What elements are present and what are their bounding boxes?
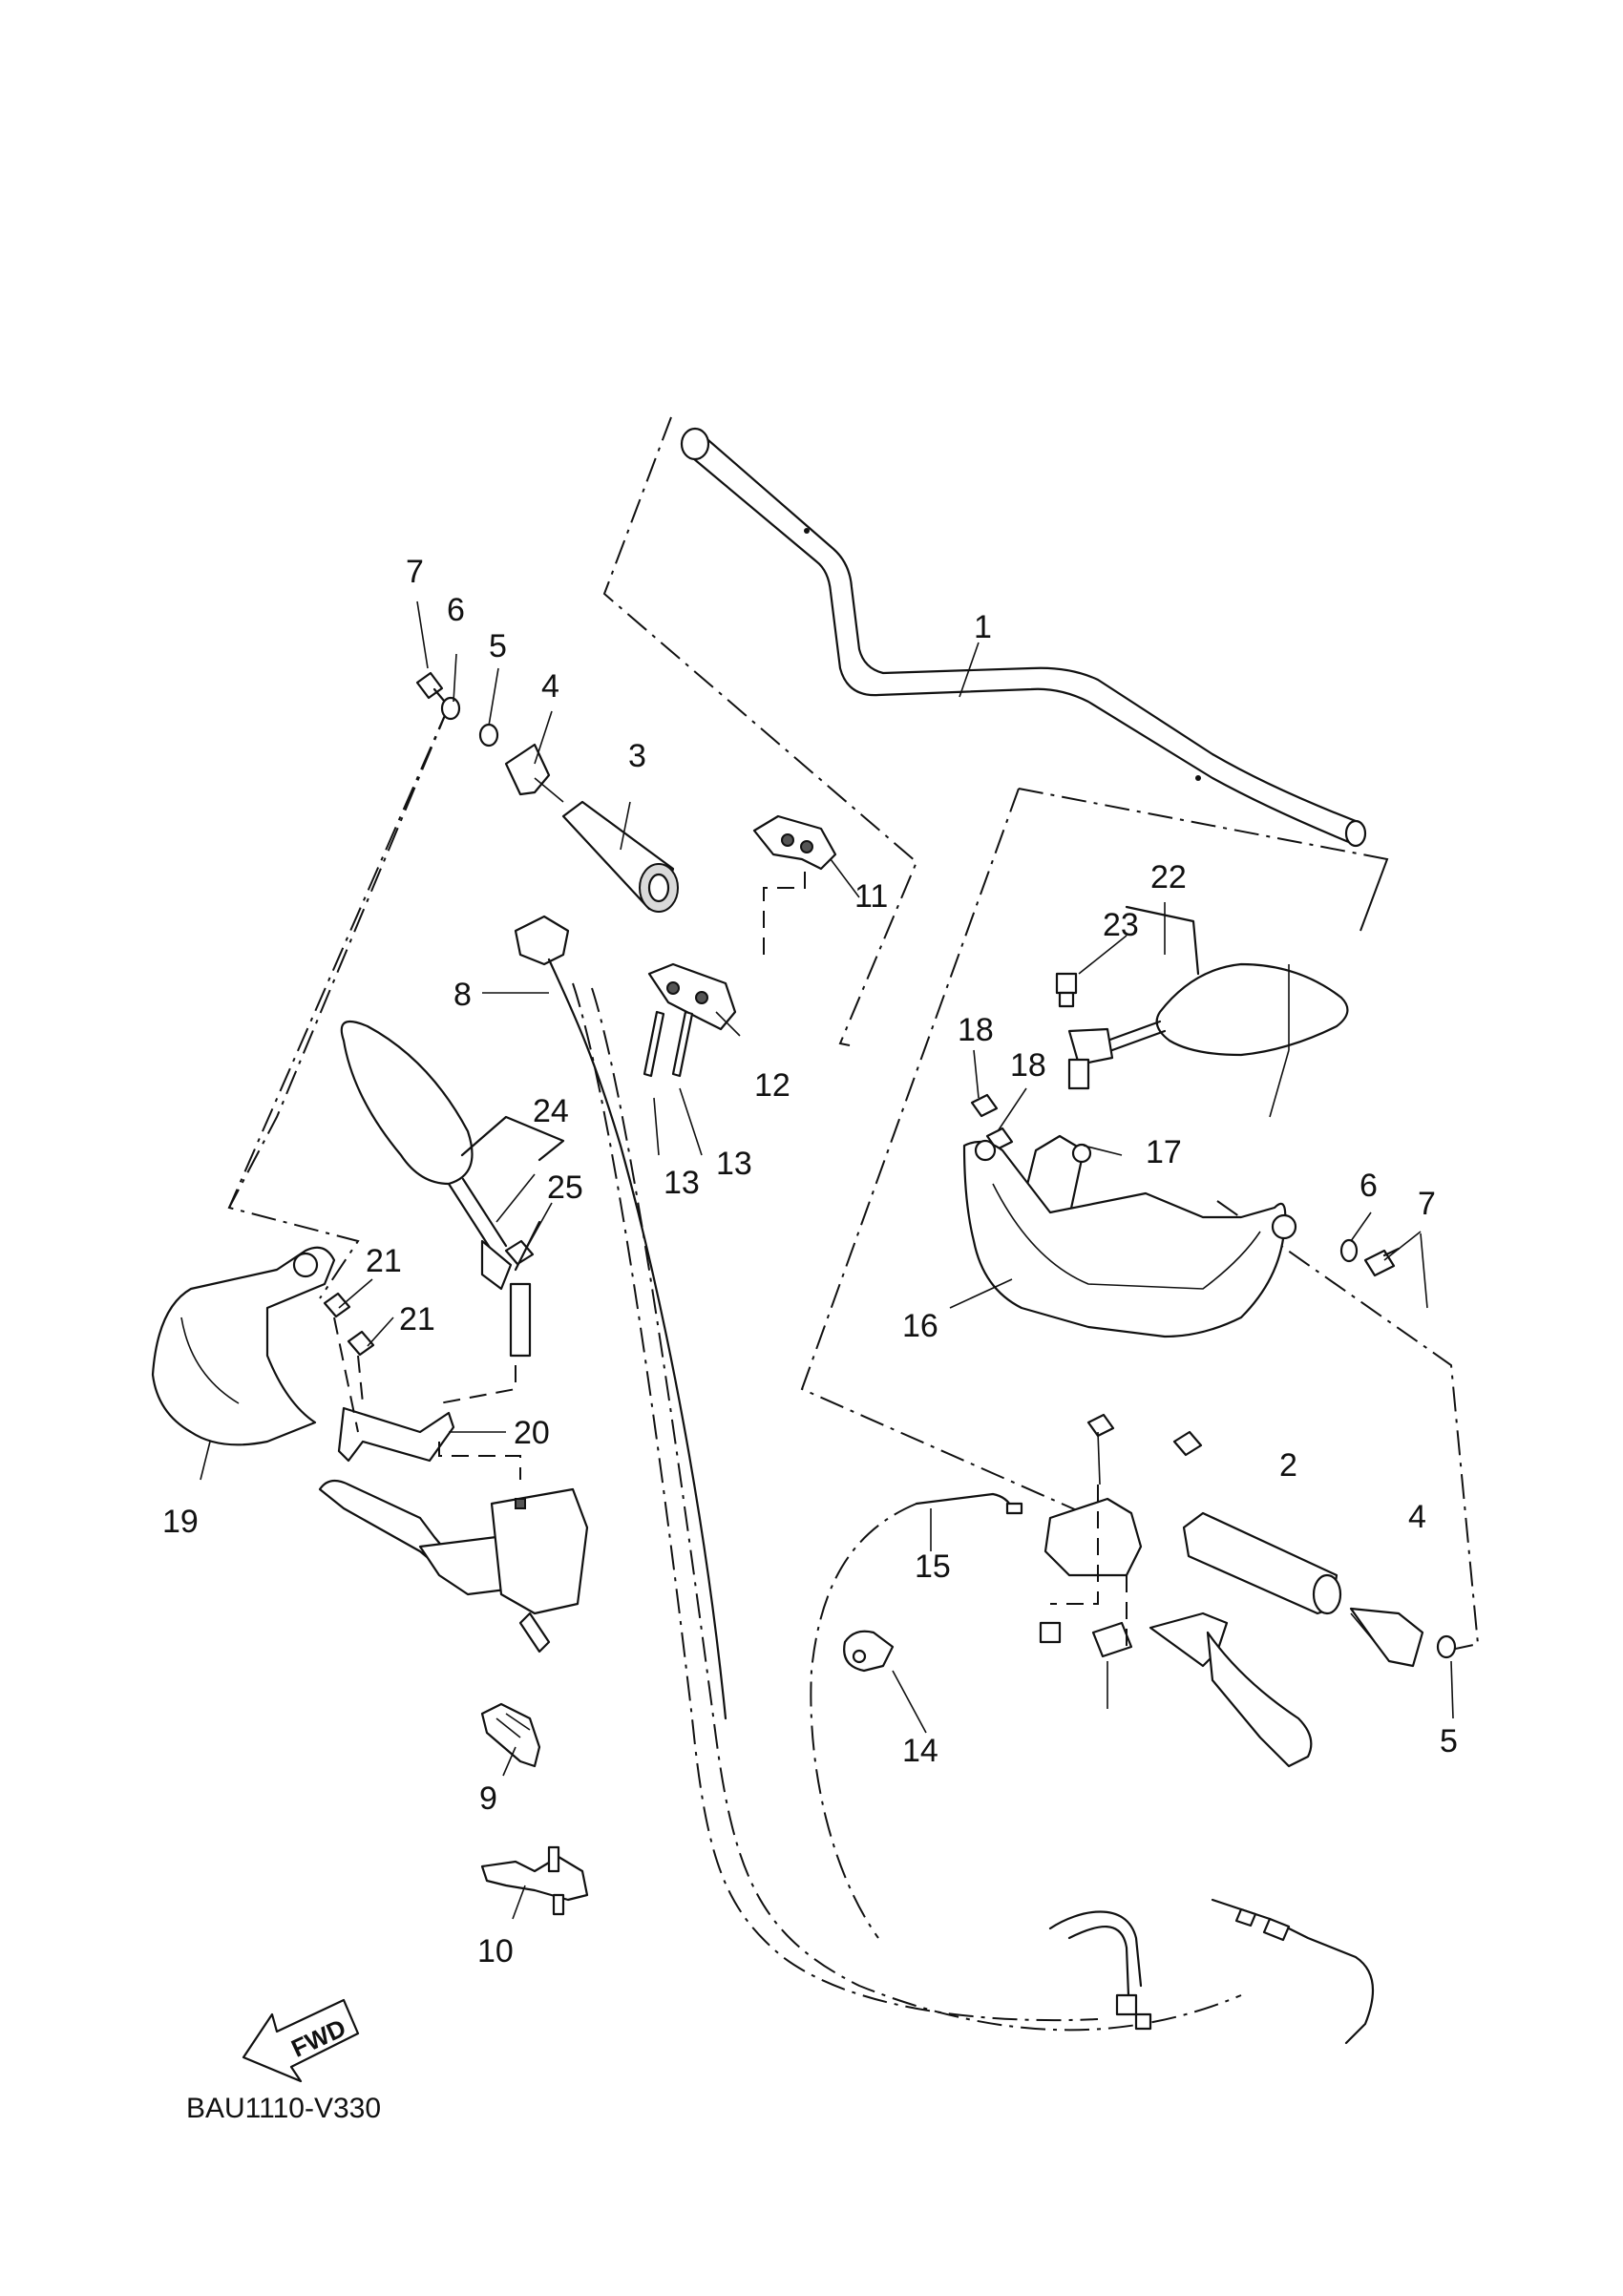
callout-13b: 13: [716, 1146, 752, 1182]
callout-3: 3: [628, 738, 646, 774]
callout-14: 14: [902, 1733, 938, 1769]
throttle-line: [1050, 1485, 1128, 1652]
clamp-upper[interactable]: [752, 814, 837, 871]
right-mirror-bracket: [1125, 905, 1200, 976]
bracket-line: [438, 1365, 521, 1480]
left-screw-line: [333, 1317, 364, 1433]
callout-9: 9: [479, 1780, 497, 1817]
brake-lever-assembly[interactable]: [318, 1479, 589, 1654]
callout-21a: 21: [366, 1243, 402, 1279]
left-assembly-frame: [227, 706, 450, 1299]
cable-clamp-10[interactable]: [480, 1845, 589, 1916]
callout-22: 22: [1150, 859, 1187, 895]
callout-7-right: 7: [1418, 1186, 1436, 1222]
handlebar-holder[interactable]: [647, 962, 737, 1031]
callout-1: 1: [974, 609, 992, 645]
left-mirror[interactable]: [340, 1020, 535, 1358]
handlebar-frame: [602, 416, 918, 1046]
right-hand-guard[interactable]: [962, 1139, 1297, 1338]
diagram-code: BAU1110-V330: [186, 2093, 381, 2124]
fwd-arrow-icon: FWD: [242, 1998, 360, 2083]
right-assembly-frame: [800, 788, 1389, 1533]
callout-16: 16: [902, 1308, 938, 1344]
right-grip[interactable]: [1182, 1511, 1342, 1615]
callout-11: 11: [854, 878, 888, 915]
callout-10: 10: [477, 1933, 514, 1970]
callout-19: 19: [162, 1504, 199, 1540]
callout-25: 25: [547, 1169, 583, 1206]
callout-21b: 21: [399, 1301, 435, 1338]
cable-clip-14[interactable]: [843, 1630, 895, 1673]
cable-clamp-9[interactable]: [480, 1702, 541, 1768]
callout-15: 15: [915, 1548, 951, 1585]
throttle-housing[interactable]: [1039, 1413, 1313, 1768]
mirror-bracket: [460, 1115, 565, 1162]
throttle-cable-15[interactable]: [810, 1492, 1023, 1939]
callout-6-right: 6: [1360, 1168, 1378, 1204]
callout-18b: 18: [1010, 1047, 1046, 1084]
left-end-parts[interactable]: [415, 671, 679, 913]
callout-18a: 18: [958, 1012, 994, 1048]
callout-7-left: 7: [406, 554, 424, 590]
callout-labels: 1 2 3 4 4 5 5 6 6 7 7 8 9 10 11 12 13 13…: [162, 554, 1458, 1970]
callout-6-left: 6: [447, 592, 465, 628]
holder-bolts[interactable]: [643, 1010, 694, 1078]
callout-20: 20: [514, 1415, 550, 1451]
callout-2: 2: [1279, 1447, 1297, 1484]
callout-4-left: 4: [541, 668, 559, 705]
cable-ends[interactable]: [1048, 1898, 1375, 2045]
left-hand-guard[interactable]: [151, 1246, 455, 1463]
callout-4-right: 4: [1408, 1499, 1426, 1535]
throttle-cable[interactable]: [514, 915, 1242, 2032]
handlebar[interactable]: [680, 427, 1367, 848]
callout-23: 23: [1103, 907, 1139, 943]
callout-5-right: 5: [1440, 1723, 1458, 1759]
right-end-screws[interactable]: [1339, 1238, 1401, 1277]
callout-12: 12: [754, 1067, 790, 1104]
left-guard-screws[interactable]: [323, 1292, 375, 1357]
left-mount-line: [228, 706, 450, 1209]
callout-8: 8: [453, 977, 472, 1013]
callout-24: 24: [533, 1093, 569, 1129]
right-end-frame: [1216, 1200, 1480, 1651]
clamp-line: [763, 872, 806, 955]
callout-13a: 13: [664, 1165, 700, 1201]
right-mirror[interactable]: [1067, 962, 1349, 1090]
leader-lines: [200, 600, 1454, 1920]
callout-5-left: 5: [489, 628, 507, 664]
callout-17: 17: [1146, 1134, 1182, 1170]
right-end-parts[interactable]: [1349, 1607, 1457, 1668]
right-mirror-nut[interactable]: [1055, 972, 1078, 1008]
